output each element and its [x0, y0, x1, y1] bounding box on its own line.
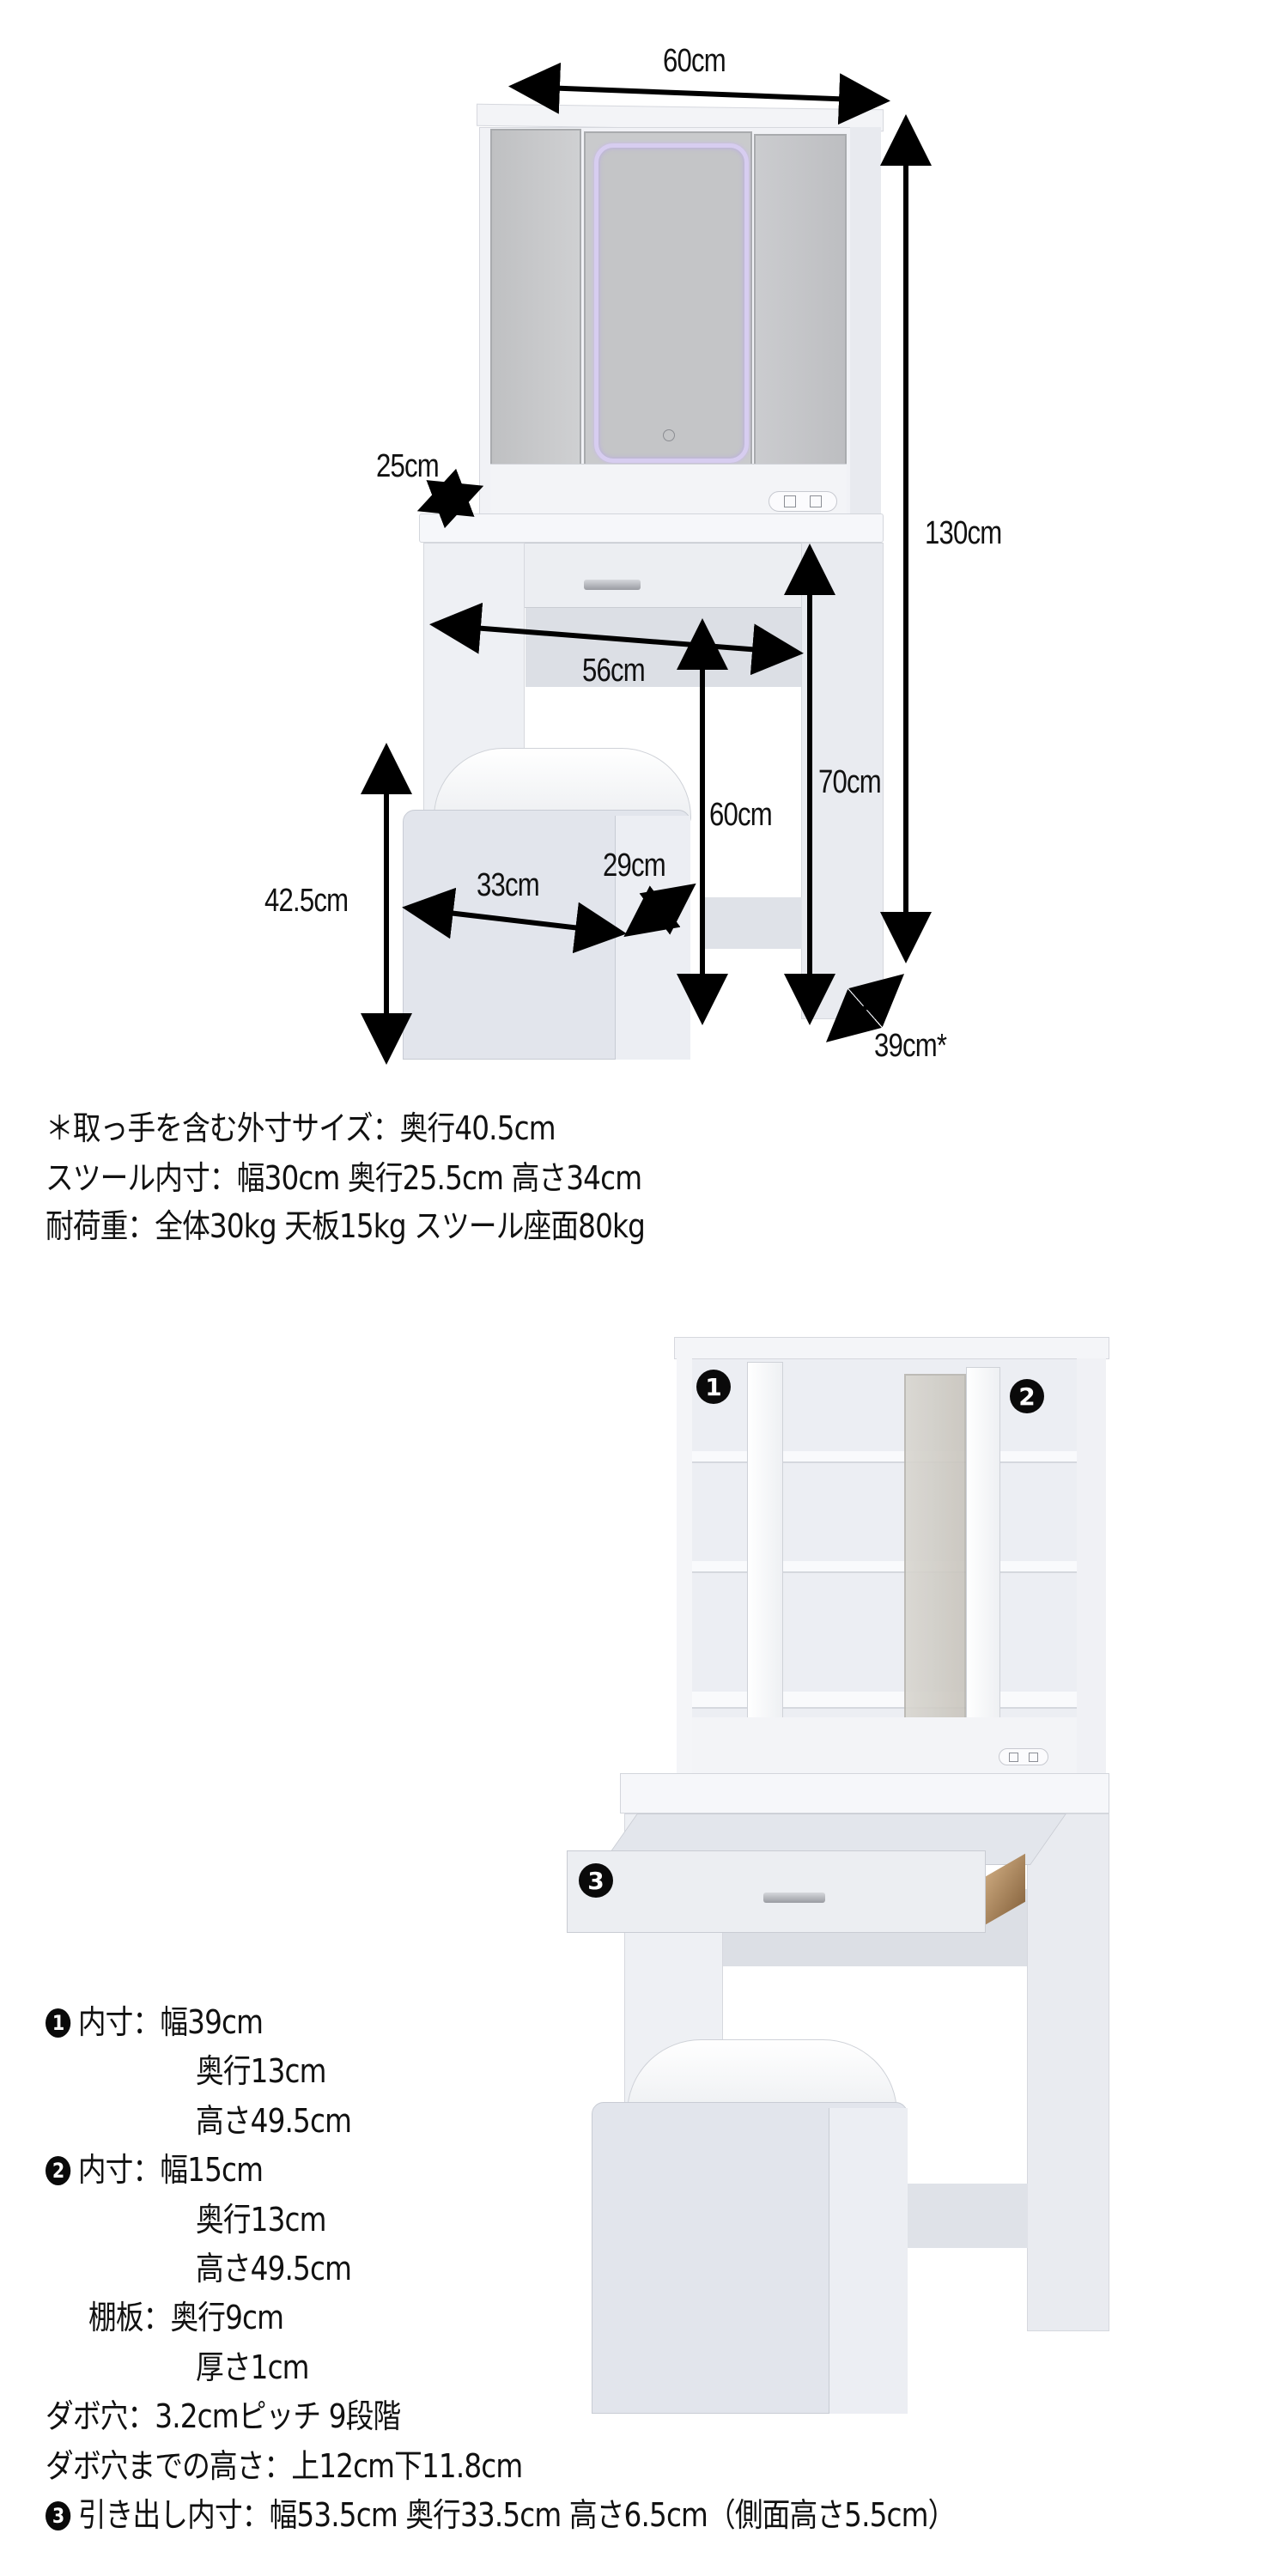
badge-compartment-2: 2	[1010, 1379, 1044, 1413]
open-desk-right-leg	[1027, 1814, 1109, 2331]
power-outlet	[769, 491, 837, 512]
dim-desk-depth: 39cm*	[874, 1028, 947, 1064]
width-arrow	[508, 62, 890, 125]
center-mirror	[584, 131, 752, 471]
open-center-door[interactable]	[904, 1374, 966, 1743]
open-drawer-handle[interactable]	[763, 1893, 825, 1903]
touch-power-icon[interactable]	[663, 429, 675, 441]
spec-1-height: 高さ49.5cm	[196, 2102, 352, 2140]
open-stool-side	[829, 2108, 908, 2414]
spec-2-depth: 奥行13cm	[196, 2201, 326, 2239]
dim-knee-height: 60cm	[709, 797, 773, 833]
dim-overall-width: 60cm	[663, 43, 726, 79]
outlet-socket-icon	[783, 495, 796, 507]
open-desk-top	[620, 1773, 1109, 1814]
spec-label: 引き出し内寸：	[77, 2496, 270, 2534]
spec-label: ダボ穴までの高さ：	[46, 2447, 292, 2485]
open-hutch-top-board	[674, 1337, 1109, 1359]
outlet-socket-icon	[1009, 1752, 1019, 1762]
hutch-left-wall	[677, 1358, 692, 1774]
hutch-depth-arrow	[416, 468, 484, 529]
spec-dowel-height: ダボ穴までの高さ：上12cm下11.8cm	[46, 2439, 523, 2487]
badge-2-icon: 2	[46, 2156, 71, 2185]
note-stool-inner: スツール内寸：幅30cm 奥行25.5cm 高さ34cm	[46, 1159, 642, 1197]
spec-value: 上12cm下11.8cm	[291, 2447, 523, 2485]
drawer-handle[interactable]	[584, 580, 641, 590]
spec-2-height: 高さ49.5cm	[196, 2250, 352, 2287]
open-hutch-lower-panel	[692, 1717, 1077, 1774]
dim-stool-height: 42.5cm	[264, 883, 349, 919]
outlet-socket-icon	[1028, 1752, 1038, 1762]
note-handle-depth: ＊取っ手を含む外寸サイズ：奥行40.5cm	[46, 1109, 556, 1147]
dim-overall-height: 130cm	[925, 515, 1002, 551]
spec-value: 3.2cmピッチ 9段階	[155, 2397, 401, 2435]
spec-value: 幅39cm	[160, 2003, 264, 2041]
right-mirror	[754, 134, 847, 471]
spec-value: 奥行9cm	[170, 2299, 284, 2336]
top-figure: 60cm 25cm 130cm 56cm 60cm 70cm 42.5cm 33…	[0, 0, 1288, 1271]
badge-compartment-1: 1	[696, 1370, 731, 1404]
spec-shelf-thickness: 厚さ1cm	[196, 2348, 310, 2386]
desk-top	[419, 513, 884, 543]
spec-1-depth: 奥行13cm	[196, 2052, 326, 2090]
stool-width-arrow	[402, 887, 627, 954]
open-power-outlet	[999, 1748, 1048, 1765]
badge-1-icon: 1	[46, 2008, 71, 2038]
dim-stool-width: 33cm	[477, 867, 540, 903]
desk-depth-arrow	[825, 974, 905, 1042]
spec-dowel-pitch: ダボ穴：3.2cmピッチ 9段階	[46, 2390, 401, 2437]
hutch-right-wall	[1077, 1358, 1106, 1774]
note-load-capacity: 耐荷重：全体30kg 天板15kg スツール座面80kg	[46, 1207, 646, 1245]
open-left-door[interactable]	[747, 1362, 783, 1722]
stool-depth-arrow	[623, 883, 696, 938]
spec-label: 棚板：	[88, 2299, 171, 2336]
hutch-side	[850, 127, 881, 515]
spec-value: 幅15cm	[160, 2151, 264, 2189]
spec-label: 内寸：	[77, 2003, 161, 2041]
dim-stool-depth: 29cm	[603, 848, 666, 884]
badge-drawer-3: 3	[579, 1863, 613, 1898]
badge-3-icon: 3	[46, 2501, 71, 2530]
led-frame	[594, 143, 749, 463]
dimension-arrows	[361, 62, 932, 1065]
spec-label: 内寸：	[77, 2151, 161, 2189]
dim-desk-height: 70cm	[818, 764, 882, 800]
open-desk-stretcher	[908, 2184, 1028, 2248]
knee-width-arrow	[429, 602, 804, 676]
spec-shelf-depth: 棚板：奥行9cm	[88, 2291, 284, 2338]
outlet-socket-icon	[810, 495, 823, 507]
spec-value: 幅53.5cm 奥行33.5cm 高さ6.5cm（側面高さ5.5cm）	[269, 2496, 957, 2534]
open-drawer-front[interactable]	[567, 1850, 986, 1933]
spec-label: ダボ穴：	[46, 2397, 155, 2435]
dim-hutch-depth: 25cm	[376, 448, 440, 484]
dim-knee-width: 56cm	[582, 653, 646, 689]
open-right-door[interactable]	[966, 1367, 1000, 1728]
